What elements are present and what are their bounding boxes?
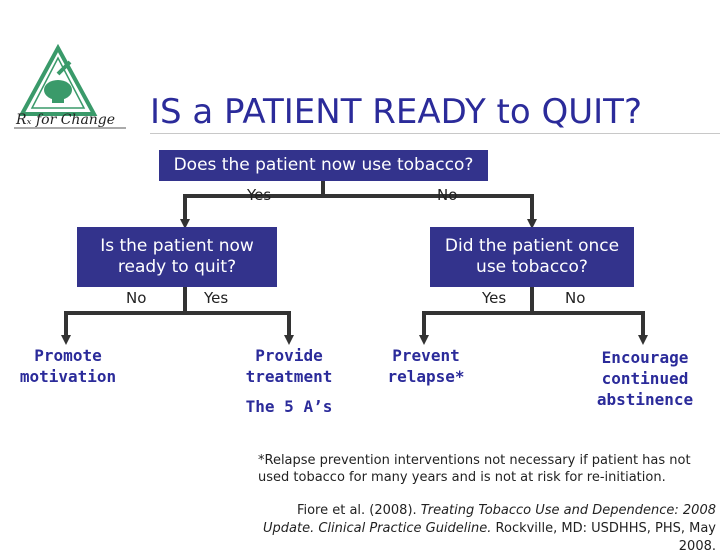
- outcome-prevent-relapse: Prevent relapse*: [387, 346, 465, 386]
- relapse-footnote: *Relapse prevention interventions not ne…: [258, 453, 691, 485]
- page-title: IS a PATIENT READY to QUIT?: [150, 92, 642, 132]
- question-uses-tobacco: Does the patient now use tobacco?: [159, 150, 488, 181]
- question-once-used-tobacco: Did the patient once use tobacco?: [430, 227, 634, 287]
- citation-publisher: Rockville, MD: USDHHS, PHS, May 2008.: [491, 521, 716, 554]
- citation-title: Treating Tobacco Use and Dependence: 200…: [262, 503, 716, 536]
- connector-q1-yes: [180, 181, 325, 229]
- question-ready-to-quit: Is the patient now ready to quit?: [77, 227, 277, 287]
- connector-q2-no: [61, 287, 187, 345]
- outcome-five-as: The 5 A’s: [245, 397, 333, 416]
- citation: Fiore et al. (2008). Treating Tobacco Us…: [246, 502, 716, 556]
- connector-q1-no: [323, 194, 537, 229]
- edge-label-q2-yes: Yes: [204, 289, 229, 307]
- logo-wordmark: Rₓ for Change: [15, 112, 115, 128]
- edge-label-q3-yes: Yes: [482, 289, 507, 307]
- citation-authors: Fiore et al. (2008).: [296, 503, 421, 518]
- edge-label-q3-no: No: [565, 289, 586, 307]
- outcome-promote-motivation: Promote motivation: [19, 346, 117, 386]
- edge-label-q2-no: No: [126, 289, 147, 307]
- edge-label-q1-yes: Yes: [247, 186, 272, 204]
- title-divider: [150, 133, 720, 134]
- connector-q3-no: [532, 311, 648, 345]
- flowchart-connectors: [61, 181, 648, 345]
- outcome-provide-treatment: Provide treatment: [245, 346, 333, 386]
- rx-for-change-logo: Rₓ for Change: [14, 44, 126, 129]
- connector-q2-yes: [185, 311, 294, 345]
- outcome-encourage-abstinence: Encourage continued abstinence: [596, 348, 694, 409]
- edge-label-q1-no: No: [437, 186, 458, 204]
- connector-q3-yes: [419, 287, 534, 345]
